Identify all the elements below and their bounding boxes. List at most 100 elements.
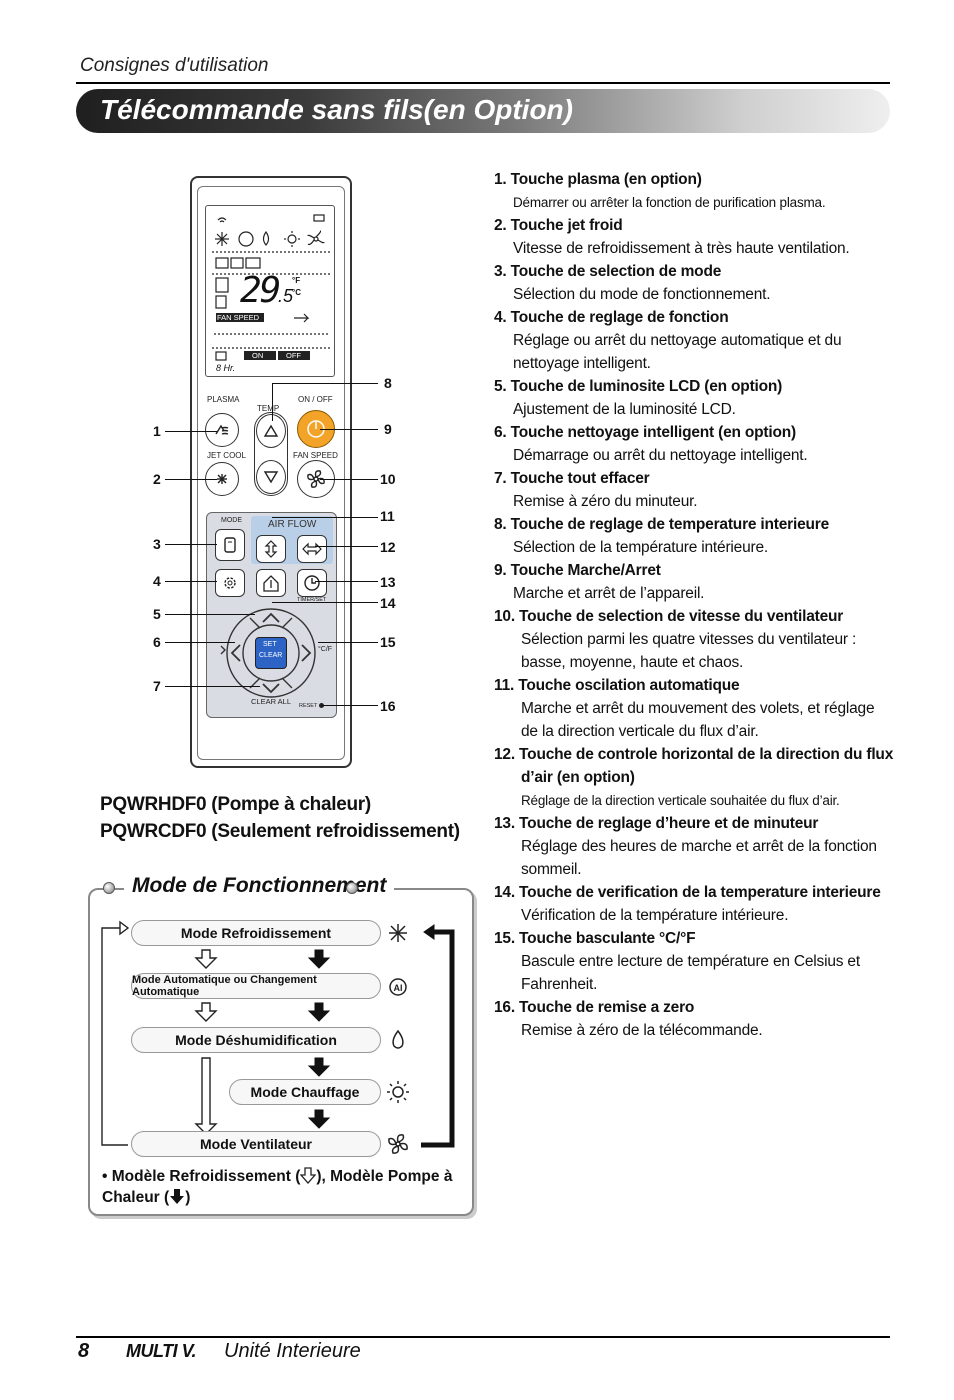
item-title: 11. Touche oscilation automatique [494, 677, 740, 694]
callout-line-13 [315, 581, 378, 582]
plasma-icon [215, 424, 229, 435]
callout-4: 4 [153, 573, 161, 589]
callout-line-7 [165, 686, 260, 687]
lcd-off: OFF [286, 351, 301, 360]
outline-arrow-icon [299, 1167, 317, 1184]
callout-15: 15 [380, 634, 396, 650]
item-desc: Remise à zéro de la télécommande. [521, 1022, 763, 1039]
ai-icon: AI [382, 971, 414, 1001]
temp-down-button[interactable] [256, 460, 286, 494]
callout-line-2 [165, 479, 217, 480]
direction-pad [220, 608, 316, 698]
mode-button[interactable] [215, 529, 245, 561]
lcd-screen: 29 .5 °F °C FAN SPEED ON OFF 8 Hr. [205, 205, 335, 377]
fan-icon [382, 1129, 414, 1159]
item-desc: Réglage ou arrêt du nettoyage automatiqu… [513, 332, 842, 372]
item-desc: Sélection de la température intérieure. [513, 539, 768, 556]
house-icon [263, 575, 279, 592]
label-plasma: PLASMA [207, 395, 240, 404]
label-temp: TEMP [257, 404, 280, 413]
model-line-1: PQWRHDF0 (Pompe à chaleur) [100, 794, 371, 815]
callout-10: 10 [380, 471, 396, 487]
footer-subtitle: Unité Interieure [224, 1340, 361, 1362]
brand-logo: MULTI V. [126, 1341, 197, 1361]
triangle-down-icon [263, 471, 279, 484]
header-rule [76, 82, 890, 84]
dpad-left-button[interactable] [228, 630, 244, 678]
mode-heating: Mode Chauffage [229, 1079, 381, 1105]
mode-note-part-c: ) [185, 1189, 191, 1206]
room-temp-check-button[interactable] [256, 569, 286, 597]
snowflake-icon [382, 918, 414, 948]
mode-fan: Mode Ventilateur [131, 1131, 381, 1157]
list-item: 5. Touche de luminosite LCD (en option)A… [494, 375, 894, 421]
item-desc: Remise à zéro du minuteur. [513, 493, 698, 510]
label-clear: CLEAR [259, 652, 283, 659]
callout-3: 3 [153, 536, 161, 552]
callout-line-14 [272, 602, 378, 603]
list-item: 12. Touche de controle horizontal de la … [494, 743, 894, 812]
callout-2: 2 [153, 471, 161, 487]
item-desc: Marche et arrêt de l’appareil. [513, 585, 705, 602]
plasma-button[interactable] [205, 413, 239, 447]
mode-auto: Mode Automatique ou Changement Automatiq… [131, 973, 381, 999]
airflow-vertical-button[interactable] [256, 535, 286, 563]
item-title: 5. Touche de luminosite LCD (en option) [494, 378, 783, 395]
callout-line-8 [272, 383, 378, 384]
reset-button[interactable] [319, 703, 324, 708]
triangle-up-icon [263, 424, 279, 437]
temp-up-button[interactable] [256, 414, 286, 448]
mode-note-part-b: ), Modèle Pompe à Chaleur ( [102, 1168, 453, 1206]
item-desc: Vitesse de refroidissement à très haute … [513, 240, 850, 257]
list-item: 14. Touche de verification de la tempera… [494, 881, 894, 927]
lcd-temperature: 29 [240, 270, 281, 311]
item-title: 6. Touche nettoyage intelligent (en opti… [494, 424, 796, 441]
dpad-up-button[interactable] [242, 613, 298, 627]
callout-8: 8 [384, 375, 392, 391]
callout-7: 7 [153, 678, 161, 694]
callout-16: 16 [380, 698, 396, 714]
timer-button[interactable] [297, 569, 327, 597]
label-timer: TIMER/SET [297, 597, 327, 603]
item-title: 7. Touche tout effacer [494, 470, 650, 487]
callout-14: 14 [380, 595, 396, 611]
mode-dehumidification: Mode Déshumidification [131, 1027, 381, 1053]
airflow-horizontal-button[interactable] [297, 535, 327, 563]
page-title: Télécommande sans fils(en Option) [100, 94, 573, 125]
callout-line-1 [165, 431, 217, 432]
item-desc: Sélection du mode de fonctionnement. [513, 286, 771, 303]
item-title: 1. Touche plasma (en option) [494, 171, 702, 188]
item-title: 14. Touche de verification de la tempera… [494, 884, 881, 901]
solid-arrow-icon [170, 1189, 185, 1204]
function-button[interactable] [215, 569, 245, 597]
jetcool-icon [217, 474, 227, 484]
lcd-fan-speed: FAN SPEED [217, 313, 260, 322]
lcd-temperature-decimal: .5 [278, 286, 294, 306]
svg-text:AI: AI [394, 983, 403, 993]
celsius-fahrenheit-icon: °C/F [318, 646, 333, 653]
set-clear-button[interactable] [255, 637, 287, 669]
fan-icon [307, 470, 325, 488]
callout-line-11 [272, 517, 378, 518]
item-title: 4. Touche de reglage de fonction [494, 309, 729, 326]
callout-1: 1 [153, 423, 161, 439]
callout-5: 5 [153, 606, 161, 622]
item-title: 15. Touche basculante °C/°F [494, 930, 696, 947]
lcd-hours: 8 Hr. [216, 363, 236, 373]
mode-title-dot-right [346, 882, 358, 894]
item-title: 8. Touche de reglage de temperature inte… [494, 516, 830, 533]
dpad-right-button[interactable] [298, 630, 314, 678]
lcd-unit-f: °F [292, 276, 301, 285]
title-bar [76, 89, 890, 133]
label-clearall: CLEAR ALL [251, 697, 292, 706]
item-title: 10. Touche de selection de vitesse du ve… [494, 608, 844, 625]
item-desc: Bascule entre lecture de température en … [521, 953, 860, 993]
callout-line-15 [318, 642, 378, 643]
mode-title-dot-left [103, 882, 115, 894]
